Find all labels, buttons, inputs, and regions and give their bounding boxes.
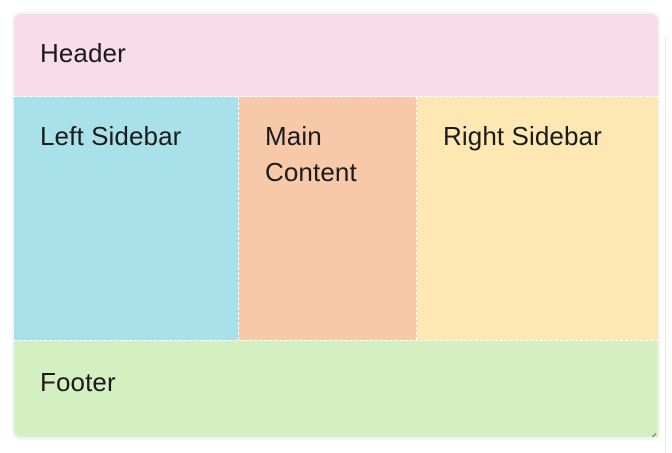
footer-label: Footer: [40, 367, 116, 397]
resize-grip-icon[interactable]: [644, 423, 658, 437]
grid-area-right-sidebar[interactable]: Right Sidebar: [417, 97, 658, 340]
grid-area-left-sidebar[interactable]: Left Sidebar: [14, 97, 239, 340]
header-label: Header: [40, 38, 126, 68]
css-grid-demo-container[interactable]: Header Left Sidebar Main Content Right S…: [14, 14, 658, 437]
page-edge-line: [665, 36, 666, 453]
grid-area-main-content[interactable]: Main Content: [239, 97, 417, 340]
grid-area-footer[interactable]: Footer: [14, 340, 658, 437]
right-sidebar-label: Right Sidebar: [443, 121, 602, 151]
left-sidebar-label: Left Sidebar: [40, 121, 182, 151]
grid-area-header[interactable]: Header: [14, 14, 658, 97]
main-content-label: Main Content: [265, 121, 357, 187]
